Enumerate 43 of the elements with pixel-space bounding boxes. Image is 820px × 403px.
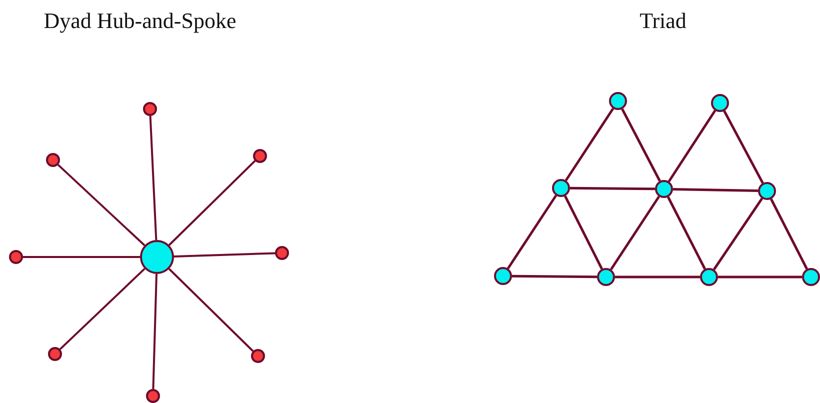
connector-line [621, 108, 661, 182]
spoke-line [59, 268, 146, 350]
spoke-node [46, 153, 60, 167]
connector-line [672, 188, 758, 192]
panel-heading: Triad [640, 8, 686, 34]
spoke-node [143, 102, 157, 116]
network-node [802, 268, 820, 286]
spoke-node [146, 389, 160, 403]
panel-heading: Dyad Hub-and-Spoke [44, 8, 236, 34]
connector-line [570, 186, 656, 190]
network-node [711, 94, 729, 112]
connector-line [770, 198, 808, 270]
spoke-node [253, 149, 267, 163]
connector-line [615, 276, 700, 278]
connector-line [666, 196, 706, 270]
connector-line [564, 195, 604, 270]
spoke-line [23, 256, 140, 258]
spoke-line [149, 116, 158, 240]
network-node [758, 182, 776, 200]
spoke-node [251, 349, 265, 363]
connector-line [564, 108, 614, 182]
network-node [700, 268, 718, 286]
spoke-line [168, 268, 254, 352]
hub-node [140, 240, 174, 274]
connector-line [512, 274, 598, 278]
connector-line [712, 198, 764, 270]
network-node [597, 268, 615, 286]
connector-line [718, 276, 802, 278]
spoke-line [152, 274, 158, 390]
network-node [609, 92, 627, 110]
network-node [552, 179, 570, 197]
spoke-line [57, 164, 146, 246]
spoke-node [48, 347, 62, 361]
connector-line [723, 110, 764, 184]
spoke-line [168, 160, 256, 246]
spoke-node [9, 250, 23, 264]
network-node [494, 267, 512, 285]
connector-line [610, 196, 660, 270]
network-node [655, 180, 673, 198]
spoke-line [174, 252, 276, 258]
connector-line [668, 110, 716, 182]
connector-line [506, 194, 558, 270]
spoke-node [275, 246, 289, 260]
